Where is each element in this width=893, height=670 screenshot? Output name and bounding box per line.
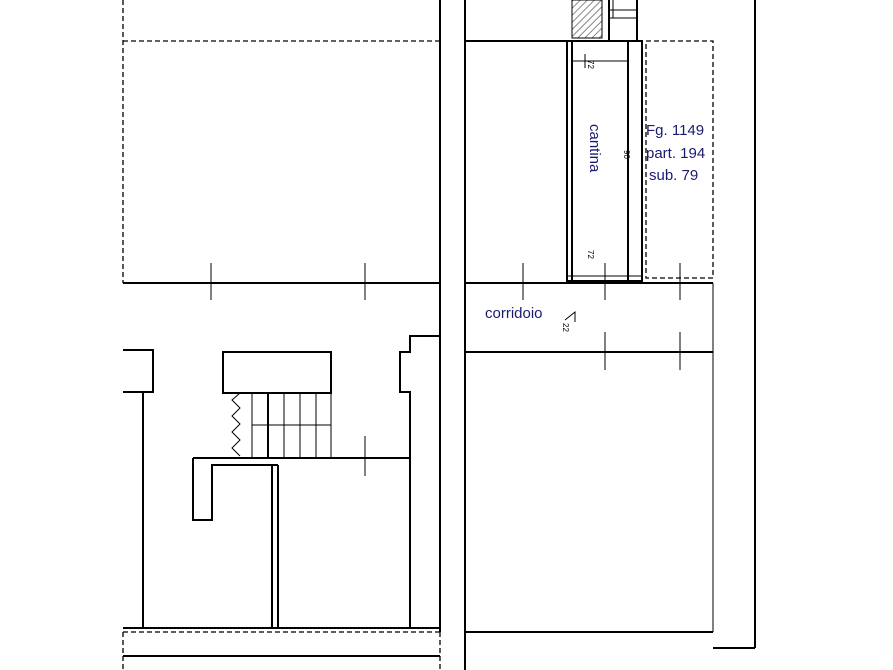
cantina-unit — [566, 40, 643, 282]
label-foglio: Fg. 1149 — [646, 122, 704, 139]
label-cantina: cantina — [586, 124, 603, 173]
dim-cantina-bottom: 72 — [586, 250, 595, 259]
dim-cantina-right: 90 — [622, 150, 631, 159]
label-corridoio: corridoio — [485, 305, 543, 322]
corridoio-area — [465, 263, 713, 370]
dim-cantina-top: 72 — [586, 60, 595, 69]
outer-boundary — [712, 0, 756, 649]
left-building — [123, 263, 440, 629]
dim-corridoio: 22 — [561, 323, 570, 332]
central-walls — [439, 0, 466, 670]
label-particella: part. 194 — [646, 145, 705, 162]
label-subalterno: sub. 79 — [649, 167, 698, 184]
right-upper — [465, 0, 638, 284]
left-dashed-units — [122, 0, 441, 670]
